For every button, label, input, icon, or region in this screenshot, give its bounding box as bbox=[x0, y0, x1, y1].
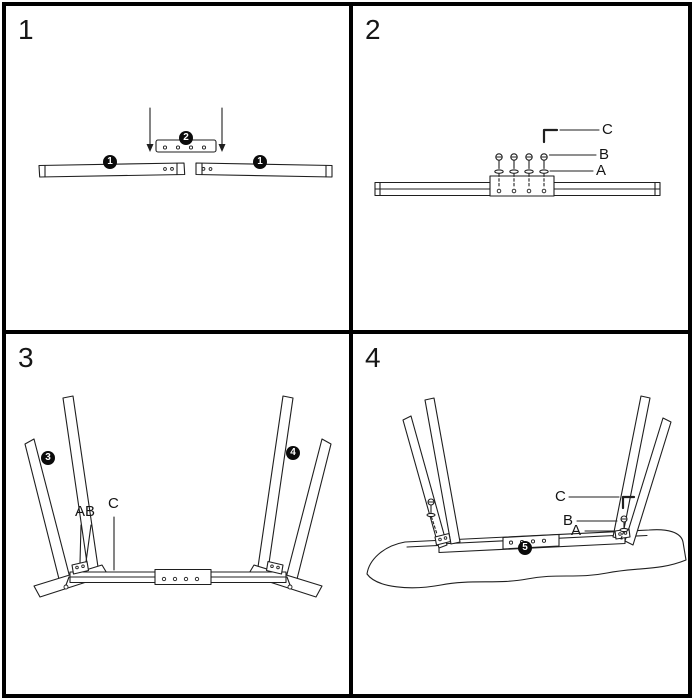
leg-pair-left bbox=[402, 397, 461, 549]
side-rail-left bbox=[38, 162, 186, 178]
insert-arrows bbox=[146, 107, 226, 152]
leader-lines bbox=[548, 129, 600, 172]
panel4-artwork bbox=[366, 395, 687, 589]
part-label-a: A bbox=[571, 522, 582, 539]
part-label-c: C bbox=[602, 121, 613, 138]
part-label-c: C bbox=[555, 488, 566, 505]
corner-bracket-left bbox=[63, 560, 90, 590]
part-label-b: B bbox=[563, 512, 574, 529]
side-rail-right bbox=[195, 162, 333, 178]
step-number: 1 bbox=[18, 14, 34, 45]
part-label-b: B bbox=[85, 503, 96, 520]
allen-key-icon bbox=[542, 128, 559, 144]
part-label-a: A bbox=[75, 503, 86, 520]
screw-icon-labeled bbox=[619, 495, 636, 540]
part-badge-connector: 2 bbox=[179, 131, 193, 145]
panel3-artwork bbox=[24, 395, 332, 598]
part-badge-rail-left: 1 bbox=[103, 155, 117, 169]
leg-assembly-right bbox=[247, 395, 332, 598]
panel2-artwork bbox=[374, 128, 661, 197]
leg-assembly-left bbox=[24, 395, 109, 598]
step-panel-4: 4 5 C B A bbox=[353, 334, 688, 694]
leader-lines bbox=[568, 496, 620, 532]
step-number: 2 bbox=[365, 14, 381, 45]
screw-icon bbox=[494, 153, 504, 187]
screw-icon-labeled bbox=[539, 153, 549, 187]
corner-bracket-right bbox=[265, 560, 293, 590]
screw-icon bbox=[426, 498, 438, 535]
part-badge-tabletop: 5 bbox=[518, 541, 532, 555]
part-badge-rail-right: 1 bbox=[253, 155, 267, 169]
horizontal-divider bbox=[6, 330, 688, 334]
step-panel-1: 1 1 1 2 bbox=[6, 6, 349, 330]
screw-icon bbox=[524, 153, 534, 187]
step-panel-2: 2 C B A bbox=[353, 6, 688, 330]
corner-bracket-left bbox=[434, 532, 452, 546]
step-number: 4 bbox=[365, 342, 381, 373]
connector-bar bbox=[155, 139, 217, 153]
crossbar bbox=[69, 568, 287, 586]
part-label-b: B bbox=[599, 146, 610, 163]
step-number: 3 bbox=[18, 342, 34, 373]
leader-lines bbox=[79, 516, 115, 571]
step-panel-3: 3 3 4 A B C bbox=[6, 334, 349, 694]
frame-crossbar bbox=[438, 533, 626, 554]
screw-icon bbox=[509, 153, 519, 187]
part-label-a: A bbox=[596, 162, 607, 179]
part-badge-right-leg: 4 bbox=[286, 446, 300, 460]
leg-pair-right bbox=[612, 395, 672, 546]
part-label-c: C bbox=[108, 495, 119, 512]
part-badge-left-leg: 3 bbox=[41, 451, 55, 465]
connector-plate bbox=[489, 175, 555, 197]
vertical-divider bbox=[349, 6, 353, 694]
panel1-artwork bbox=[38, 107, 333, 178]
